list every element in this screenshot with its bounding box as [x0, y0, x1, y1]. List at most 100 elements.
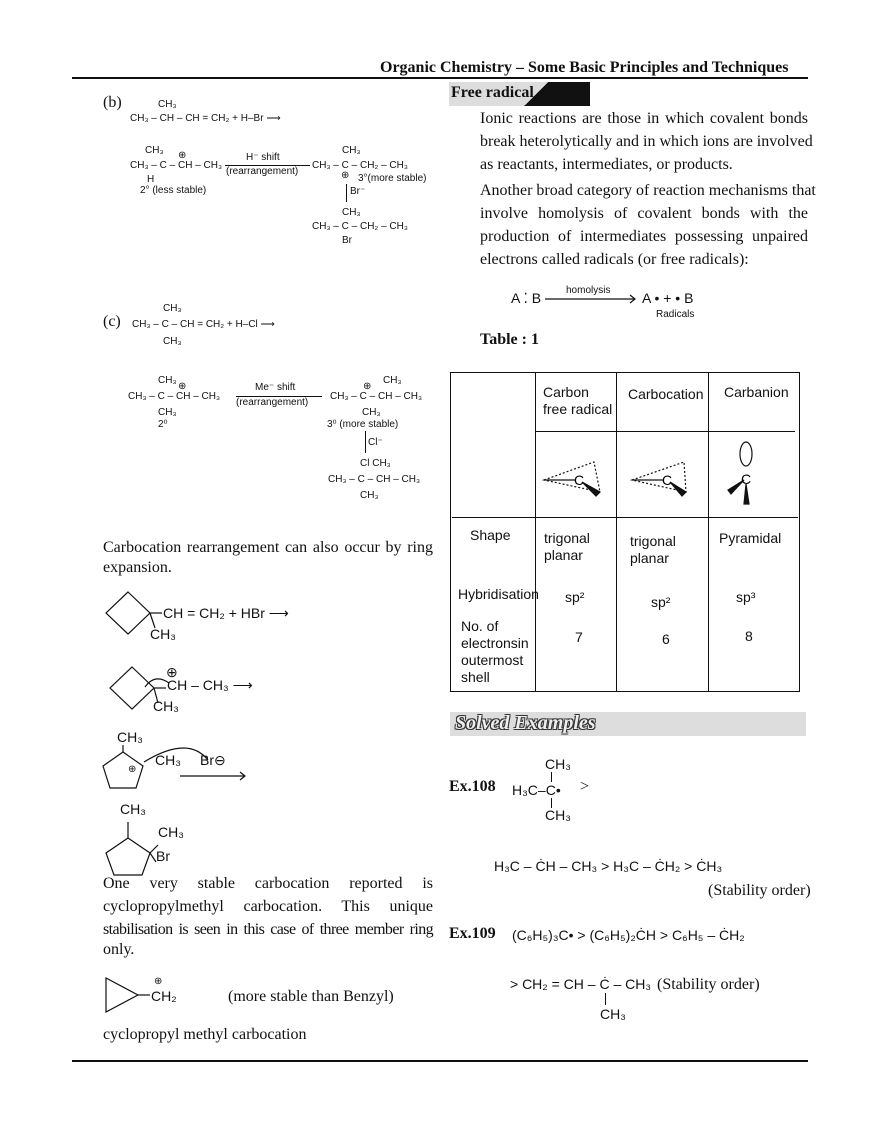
chem: CH₃ – C – CH₂ – CH₃ [312, 160, 408, 171]
paragraph: Ionic reactions are those in which coval… [480, 110, 808, 127]
banner-title: Solved Examples [455, 712, 596, 734]
chem: CH₃ [600, 1006, 626, 1022]
table-header: Carbon free radical [543, 384, 613, 417]
chem: CH₃ [342, 207, 361, 218]
chem: Cl CH₃ [360, 458, 391, 469]
paragraph: Carbocation rearrangement can also occur… [103, 539, 433, 556]
chem: CH₃ [158, 407, 177, 418]
chem: CH₃ – C – CH – CH₃ [130, 160, 223, 171]
table-header: Carbanion [724, 384, 789, 400]
chem: ⊕ [363, 381, 372, 392]
table-cell: 8 [745, 628, 753, 644]
chem: 3°(more stable) [358, 173, 427, 184]
note: (Stability order) [657, 976, 760, 993]
chem: (rearrangement) [236, 397, 309, 408]
paragraph: One very stable carbocation reported is [103, 875, 433, 892]
example-label: Ex.108 [449, 778, 496, 795]
chem: ⊕ [128, 764, 137, 775]
chem: CH₃ [545, 756, 571, 772]
paragraph: only. [103, 941, 135, 958]
chem: ⊕ [154, 976, 163, 987]
chem: CH₃ – C – CH = CH₂ + H–Cl ⟶ [132, 319, 275, 330]
solved-examples-banner: Solved Examples [450, 712, 806, 736]
chem: CH₃ [342, 145, 361, 156]
chem: ⊕ [166, 664, 178, 680]
paragraph: expansion. [103, 559, 172, 576]
paragraph: Another broad category of reaction mecha… [480, 182, 816, 199]
chem: > [580, 778, 590, 795]
table-cell: Pyramidal [719, 530, 782, 546]
chem: 2° (less stable) [140, 185, 207, 196]
chem: CH₃ [158, 375, 177, 386]
svg-text:C: C [662, 472, 672, 488]
table-header: Carbocation [628, 386, 704, 402]
chem: CH₃ [383, 375, 402, 386]
chem: CH₃ – CH – CH = CH₂ + H–Br ⟶ [130, 113, 281, 124]
arrow [225, 165, 310, 166]
section-title: Free radical [451, 84, 534, 101]
row-label: Shape [470, 527, 511, 543]
caption: cyclopropyl methyl carbocation [103, 1026, 307, 1043]
chem: CH₃ [120, 801, 146, 817]
row-label: Hybridisation [458, 586, 539, 602]
chem: CH₃ [145, 145, 164, 156]
table-cell: sp² [565, 589, 585, 605]
chem: Br [156, 848, 170, 864]
chem: Br [342, 235, 352, 246]
label-b: (b) [103, 94, 122, 111]
chem: CH₃ [117, 729, 143, 745]
chem: CH₃ [362, 407, 381, 418]
header-rule [72, 77, 808, 79]
section-tab: Free radical [449, 82, 590, 106]
geometry-drawings: C C C [541, 441, 753, 505]
chem: ⊕ [341, 170, 350, 181]
chem: CH₃ – C – CH – CH₃ [330, 391, 423, 402]
paragraph: electrons called radicals (or free radic… [480, 251, 749, 268]
chem: > CH₂ = CH – Ċ – CH₃ [510, 976, 652, 992]
chem: ⊕ [178, 150, 187, 161]
paragraph: involve homolysis of covalent bonds with… [480, 205, 808, 222]
chem: A • + • B [642, 290, 694, 306]
chem: Radicals [656, 309, 695, 320]
chem: CH₃ [150, 626, 176, 642]
chem: Br⁻ [350, 186, 366, 197]
chem: CH₃ [545, 807, 571, 823]
note: (Stability order) [708, 882, 811, 899]
chem: CH – CH₃ ⟶ [167, 677, 253, 693]
chem: CH₃ [153, 698, 179, 714]
paragraph: as reactants, intermediates, or products… [480, 156, 733, 173]
chem: H [147, 174, 155, 185]
chem: CH₃ – C – CH – CH₃ [328, 474, 421, 485]
chem: H₃C–C• [512, 782, 561, 798]
chem: H⁻ shift [246, 152, 280, 163]
chem: CH₃ – C – CH – CH₃ [128, 391, 221, 402]
svg-text:C: C [741, 471, 751, 487]
table-title: Table : 1 [480, 331, 539, 348]
chem: homolysis [566, 285, 611, 296]
label-c: (c) [103, 313, 121, 330]
table-cell: trigonal planar [544, 530, 590, 563]
arrow [236, 396, 322, 397]
chem: (C₆H₅)₃C• > (C₆H₅)₂ĊH > C₆H₅ – ĊH₂ [512, 927, 745, 943]
chem: CH₃ [163, 303, 182, 314]
example-label: Ex.109 [449, 925, 496, 942]
row-label: No. of electronsin outermost shell [461, 618, 529, 685]
note: (more stable than Benzyl) [228, 988, 394, 1005]
chem: CH₃ [158, 99, 177, 110]
paragraph: stabilisation is seen in this case of th… [103, 921, 434, 938]
chem: 2⁰ [158, 419, 168, 430]
chem: CH₃ [360, 490, 379, 501]
chem: CH₃ [158, 824, 184, 840]
chem: Cl⁻ [368, 437, 383, 448]
chem: Br⊖ [200, 752, 226, 768]
arrow [346, 184, 347, 202]
table-cell: sp² [651, 594, 671, 610]
paragraph: cyclopropylmethyl carbocation. This uniq… [103, 898, 433, 915]
paragraph: break heterolytically and in which ions … [480, 133, 813, 150]
chem: CH₃ – C – CH₂ – CH₃ [312, 221, 408, 232]
chem: H₃C – ĊH – CH₃ > H₃C – ĊH₂ > ĊH₃ [494, 858, 723, 874]
chem: ⊕ [178, 381, 187, 392]
svg-text:C: C [574, 472, 584, 488]
table-cell: 7 [575, 629, 583, 645]
footer-rule [72, 1060, 808, 1062]
